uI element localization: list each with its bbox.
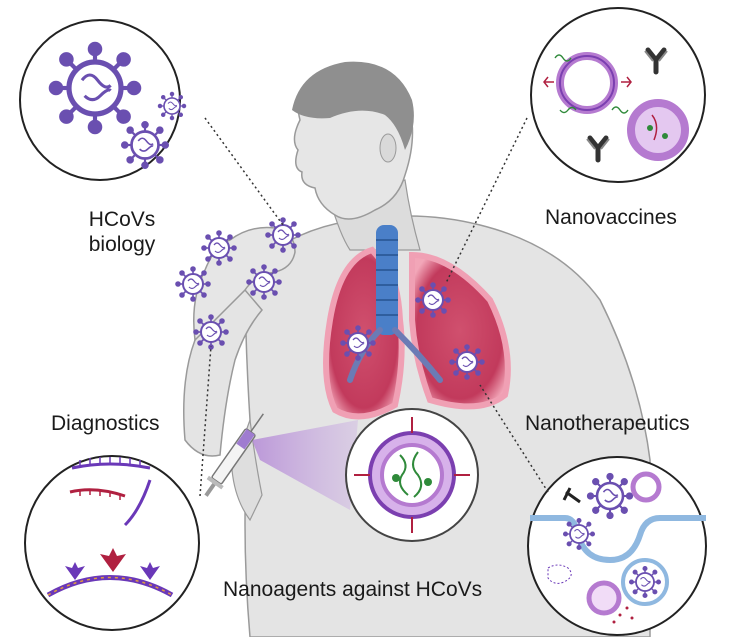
label-nanovaccines: Nanovaccines [545, 205, 677, 230]
panel-hcovs-biology [20, 20, 186, 180]
virus-in-lung-icon [450, 345, 484, 379]
panel-diagnostics [25, 456, 199, 630]
label-nanotherapeutics: Nanotherapeutics [525, 411, 690, 436]
virus-icon [202, 231, 236, 265]
virus-icon [194, 315, 228, 349]
label-hcovs-biology: HCoVs biology [72, 207, 172, 257]
virus-in-lung-icon [416, 283, 450, 317]
virus-icon [247, 265, 281, 299]
virus-icon [176, 267, 210, 301]
central-nanoparticle [346, 409, 478, 541]
virus-in-lung-icon [341, 326, 375, 360]
figure-caption: Nanoagents against HCoVs [223, 577, 482, 602]
panel-nanovaccines [531, 8, 705, 182]
label-hcovs-line1: HCoVs [72, 207, 172, 232]
panel-nanotherapeutics [528, 457, 706, 635]
virus-icon [266, 218, 300, 252]
connector-line [205, 118, 283, 225]
label-diagnostics: Diagnostics [51, 411, 160, 436]
label-hcovs-line2: biology [72, 232, 172, 257]
